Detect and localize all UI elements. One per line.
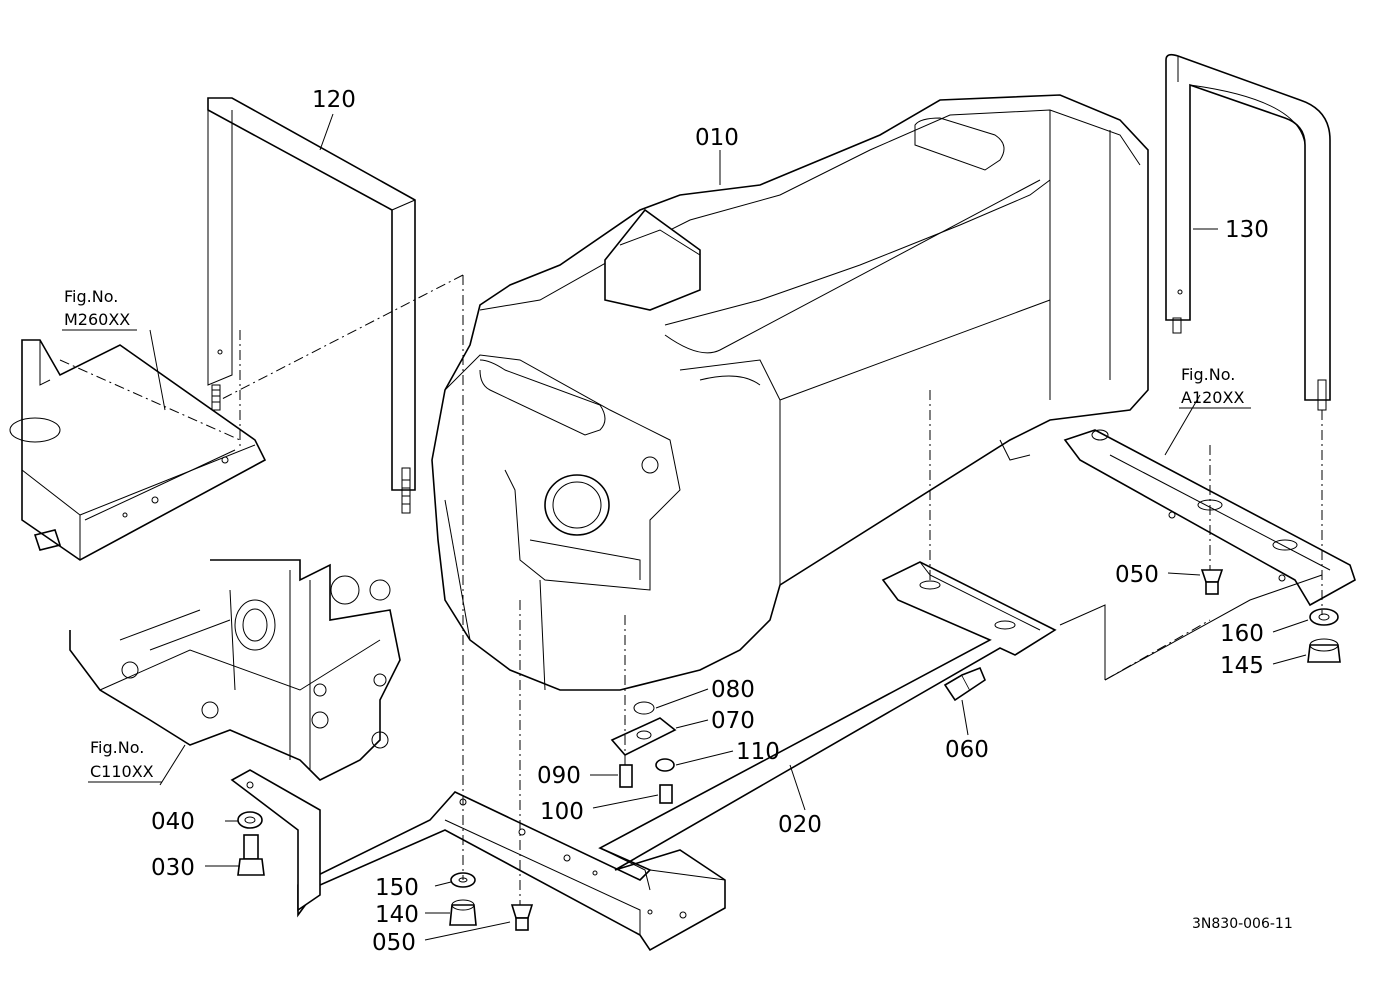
ref-m260-line1: Fig.No. <box>64 287 118 306</box>
label-100: 100 <box>540 799 584 825</box>
right-mount-bracket <box>1063 429 1356 607</box>
label-010: 010 <box>695 125 739 151</box>
fuel-tank <box>431 94 1149 691</box>
label-150: 150 <box>375 875 419 901</box>
label-130: 130 <box>1225 217 1269 243</box>
label-090: 090 <box>537 763 581 789</box>
ref-c110-line1: Fig.No. <box>90 738 144 757</box>
figure-references: Fig.No. M260XX Fig.No. A120XX Fig.No. C1… <box>62 287 1251 783</box>
leader-lines <box>149 113 1309 941</box>
ref-a120-line1: Fig.No. <box>1181 365 1235 384</box>
label-110: 110 <box>736 739 780 765</box>
drawing-code: 3N830-006-11 <box>1192 916 1293 932</box>
label-020: 020 <box>778 812 822 838</box>
label-050-right: 050 <box>1115 562 1159 588</box>
ref-a120-line2: A120XX <box>1181 388 1244 407</box>
base-frame-020 <box>230 561 1057 952</box>
left-mount-plate <box>9 339 267 561</box>
strap-120 <box>207 97 416 514</box>
engine-block <box>69 559 401 781</box>
label-140: 140 <box>375 902 419 928</box>
label-160: 160 <box>1220 621 1264 647</box>
label-070: 070 <box>711 708 755 734</box>
ref-c110-line2: C110XX <box>90 762 154 781</box>
label-120: 120 <box>312 87 356 113</box>
alignment-lines <box>219 274 1323 905</box>
ref-m260-line2: M260XX <box>64 310 130 329</box>
label-060: 060 <box>945 737 989 763</box>
label-030: 030 <box>151 855 195 881</box>
label-050-lower: 050 <box>372 930 416 956</box>
label-040: 040 <box>151 809 195 835</box>
strap-130 <box>1165 53 1331 411</box>
part-labels: 120 010 130 080 070 110 090 100 020 060 … <box>151 87 1269 956</box>
label-080: 080 <box>711 677 755 703</box>
label-145: 145 <box>1220 653 1264 679</box>
